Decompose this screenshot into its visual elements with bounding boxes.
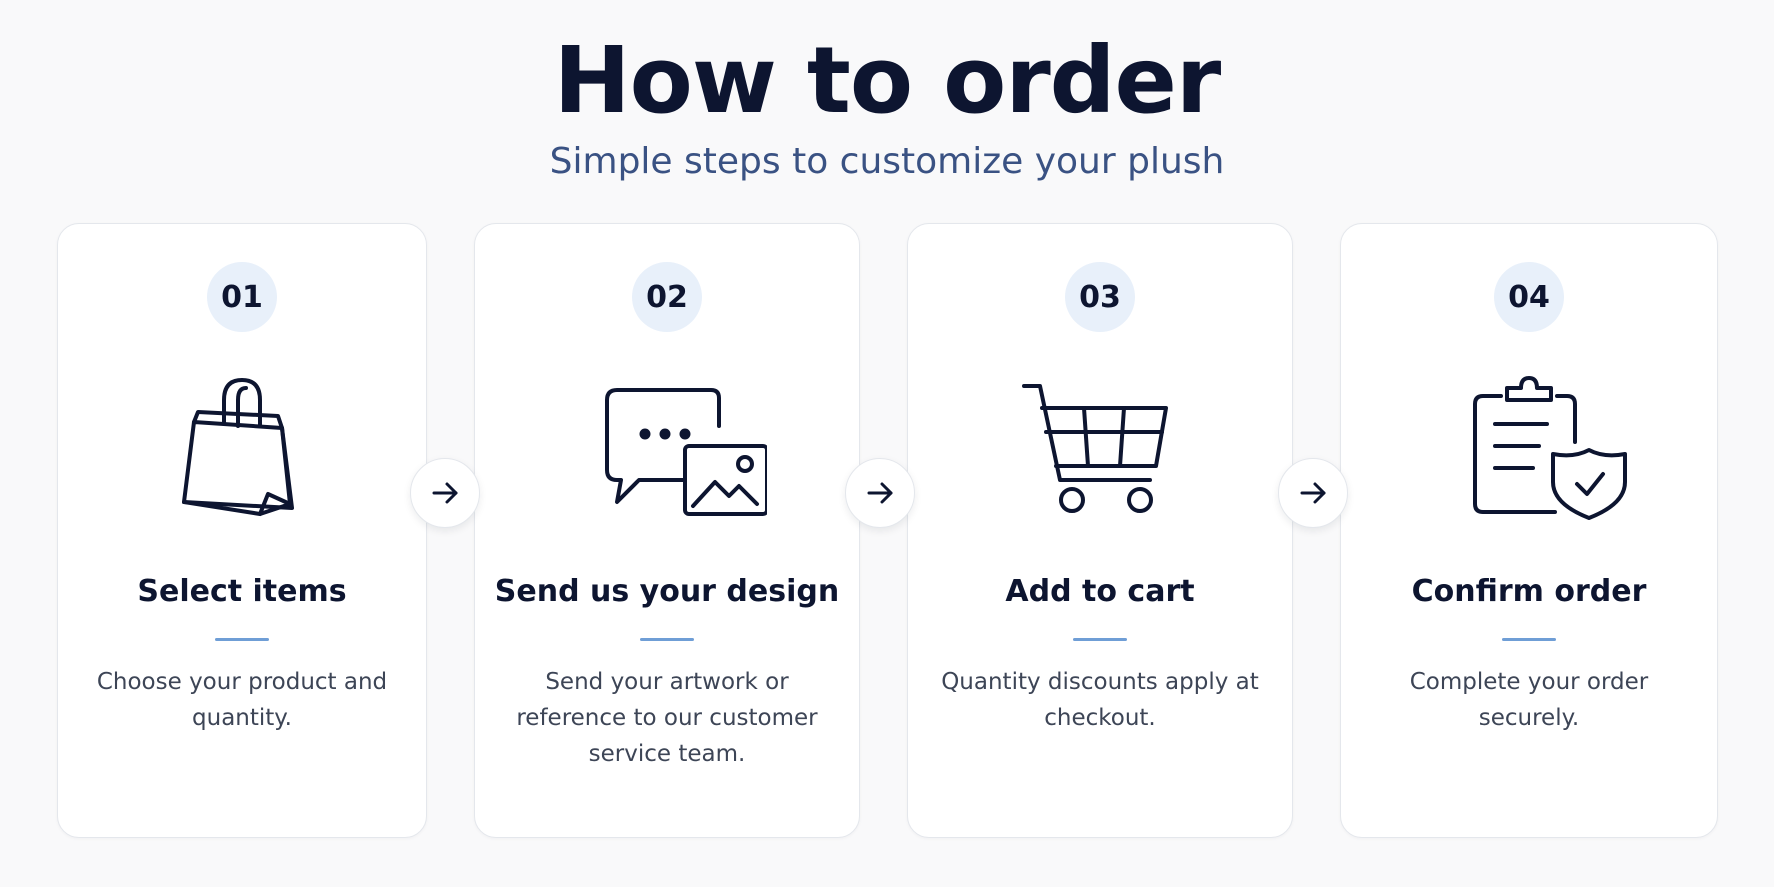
step-description: Choose your product and quantity. xyxy=(96,669,388,731)
step-description: Complete your order securely. xyxy=(1409,669,1649,731)
step-title: Select items xyxy=(137,574,347,609)
chat-image-icon xyxy=(567,370,767,530)
step-divider xyxy=(1073,638,1127,641)
clipboard-shield-icon xyxy=(1429,370,1629,530)
step-number-badge: 02 xyxy=(632,262,702,332)
step-description: Send your artwork or reference to our cu… xyxy=(516,669,818,767)
step-card-send-design: 02 Send us your design Send your artwork… xyxy=(474,223,860,838)
arrow-right-icon xyxy=(867,482,893,504)
next-step-arrow xyxy=(1278,458,1348,528)
shopping-cart-icon xyxy=(1000,370,1200,530)
arrow-right-icon xyxy=(1300,482,1326,504)
page-subtitle: Simple steps to customize your plush xyxy=(549,141,1225,182)
step-number-badge: 04 xyxy=(1494,262,1564,332)
step-divider xyxy=(1502,638,1556,641)
step-divider xyxy=(640,638,694,641)
next-step-arrow xyxy=(845,458,915,528)
step-title: Confirm order xyxy=(1411,574,1647,609)
arrow-right-icon xyxy=(432,482,458,504)
step-number-badge: 03 xyxy=(1065,262,1135,332)
step-card-add-to-cart: 03 Add to cart Quantity discounts apply … xyxy=(907,223,1293,838)
shopping-bag-icon xyxy=(142,370,342,530)
step-card-select-items: 01 Select items Choose your product and … xyxy=(57,223,427,838)
next-step-arrow xyxy=(410,458,480,528)
step-title: Add to cart xyxy=(1005,574,1195,609)
step-title: Send us your design xyxy=(494,574,840,609)
step-card-confirm-order: 04 Confirm order Complete your order sec… xyxy=(1340,223,1718,838)
step-number-badge: 01 xyxy=(207,262,277,332)
step-divider xyxy=(215,638,269,641)
step-description: Quantity discounts apply at checkout. xyxy=(941,669,1259,731)
page-title: How to order xyxy=(553,27,1222,134)
